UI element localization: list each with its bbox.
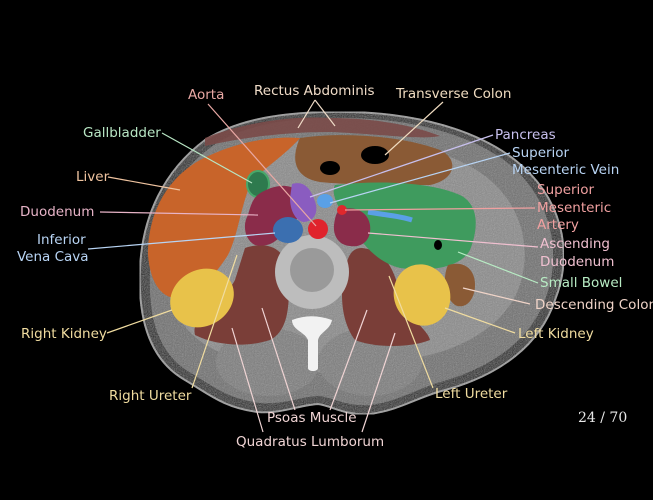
slice-counter: 24 / 70 <box>578 410 628 426</box>
leader-quadratus-right <box>231 327 264 433</box>
label-ivc-line2: Vena Cava <box>17 249 89 265</box>
leader-transverse-colon <box>384 101 444 156</box>
leader-gallbladder <box>161 132 253 184</box>
label-smv-line2: Mesenteric Vein <box>512 162 620 178</box>
label-left-ureter: Left Ureter <box>435 386 508 402</box>
psoas-left <box>342 248 430 346</box>
spinous-process <box>292 316 332 371</box>
leader-quadratus-left <box>361 332 396 433</box>
leader-duodenum <box>99 211 259 216</box>
leader-right-ureter <box>191 254 238 389</box>
label-right-ureter: Right Ureter <box>109 388 192 404</box>
leader-liver <box>107 176 181 191</box>
label-sma-line2: Mesenteric <box>537 200 612 216</box>
label-psoas-muscle: Psoas Muscle <box>267 410 357 426</box>
leader-sma <box>344 207 536 211</box>
aorta <box>308 219 328 239</box>
label-quadratus-lumborum: Quadratus Lumborum <box>236 434 385 450</box>
superior-mesenteric-vein <box>317 194 333 208</box>
colon-gas-2 <box>320 161 340 175</box>
rectus-abdominis <box>205 117 440 146</box>
leader-small-bowel <box>457 251 539 284</box>
leader-asc-duodenum <box>367 232 539 248</box>
pancreas <box>290 183 317 222</box>
leader-psoas-right <box>261 307 296 411</box>
superior-mesenteric-artery <box>337 205 347 215</box>
ascending-duodenum <box>333 208 371 247</box>
label-right-kidney: Right Kidney <box>21 326 107 342</box>
leader-right-kidney <box>106 309 173 334</box>
leader-left-ureter <box>388 275 434 389</box>
label-liver: Liver <box>76 169 110 185</box>
label-gallbladder: Gallbladder <box>83 125 161 141</box>
leader-descending-colon <box>462 287 531 305</box>
duodenum <box>244 185 301 246</box>
label-sma-line3: Artery <box>537 217 579 233</box>
label-smv-line1: Superior <box>512 145 570 161</box>
label-descending-colon: Descending Colon <box>535 297 653 313</box>
label-left-kidney: Left Kidney <box>518 326 594 342</box>
leader-left-kidney <box>444 307 516 334</box>
label-asc-duodenum-line1: Ascending <box>540 236 610 252</box>
label-rectus-abdominis: Rectus Abdominis <box>254 83 375 99</box>
label-sma-line1: Superior <box>537 182 595 198</box>
label-aorta: Aorta <box>188 87 225 103</box>
label-ivc-line1: Inferior <box>37 232 86 248</box>
left-kidney <box>393 264 451 326</box>
inferior-vena-cava <box>273 217 303 243</box>
label-small-bowel: Small Bowel <box>540 275 623 291</box>
liver <box>148 137 300 299</box>
leader-ivc <box>87 232 276 250</box>
label-duodenum: Duodenum <box>20 204 95 220</box>
label-asc-duodenum-line2: Duodenum <box>540 254 615 270</box>
paraspinal-right <box>216 328 320 396</box>
colon-gas-1 <box>361 146 389 164</box>
leader-rectus-right <box>314 99 336 127</box>
label-pancreas: Pancreas <box>495 127 556 143</box>
leader-aorta <box>207 103 317 227</box>
label-transverse-colon: Transverse Colon <box>396 86 512 102</box>
leader-rectus-left <box>297 99 316 129</box>
vertebral-body-center <box>290 248 334 292</box>
descending-colon <box>444 263 475 307</box>
leader-smv <box>329 152 511 204</box>
leader-pancreas <box>309 134 494 198</box>
splenic-vein <box>367 209 413 223</box>
bowel-gas <box>434 240 442 250</box>
leader-psoas-left <box>329 309 368 411</box>
